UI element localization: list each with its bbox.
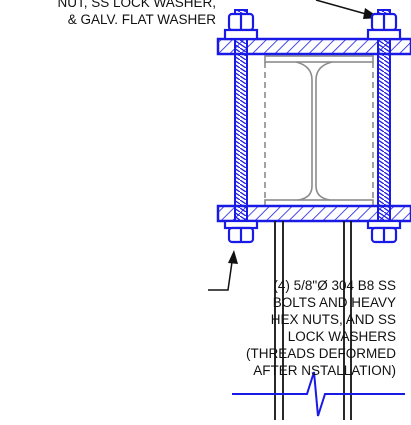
top-callout-text: NUT, SS LOCK WASHER, & GALV. FLAT WASHER (0, 0, 216, 28)
bottom-base-plate (216, 204, 411, 223)
top-leader-line (315, 0, 367, 15)
left-anchor-bolt (234, 9, 248, 243)
support-column (274, 221, 352, 420)
bottom-right-nut (366, 219, 402, 244)
bottom-callout-line-1: (4) 5/8"Ø 304 B8 SS (273, 278, 396, 293)
bottom-callout-line-3: HEX NUTS, AND SS (270, 312, 396, 327)
top-callout-line-2: & GALV. FLAT WASHER (67, 12, 216, 27)
break-line (232, 371, 405, 417)
top-right-nut (366, 12, 402, 41)
top-callout-line-1: NUT, SS LOCK WASHER, (57, 0, 216, 10)
right-anchor-bolt (377, 9, 391, 243)
bottom-leader-line (208, 261, 233, 291)
bottom-leader-arrowhead (228, 250, 238, 264)
bottom-left-nut (223, 219, 259, 244)
bottom-callout-line-2: BOLTS AND HEAVY (272, 295, 396, 310)
bottom-callout-line-4: LOCK WASHERS (287, 329, 396, 344)
bottom-callout-text: (4) 5/8"Ø 304 B8 SS BOLTS AND HEAVY HEX … (196, 277, 396, 379)
steel-column (264, 55, 374, 207)
top-base-plate (216, 37, 411, 56)
bottom-callout-line-5: (THREADS DEFORMED (245, 346, 396, 361)
top-left-nut (223, 12, 259, 41)
bottom-callout-line-6: AFTER NSTALLATION) (253, 363, 396, 378)
